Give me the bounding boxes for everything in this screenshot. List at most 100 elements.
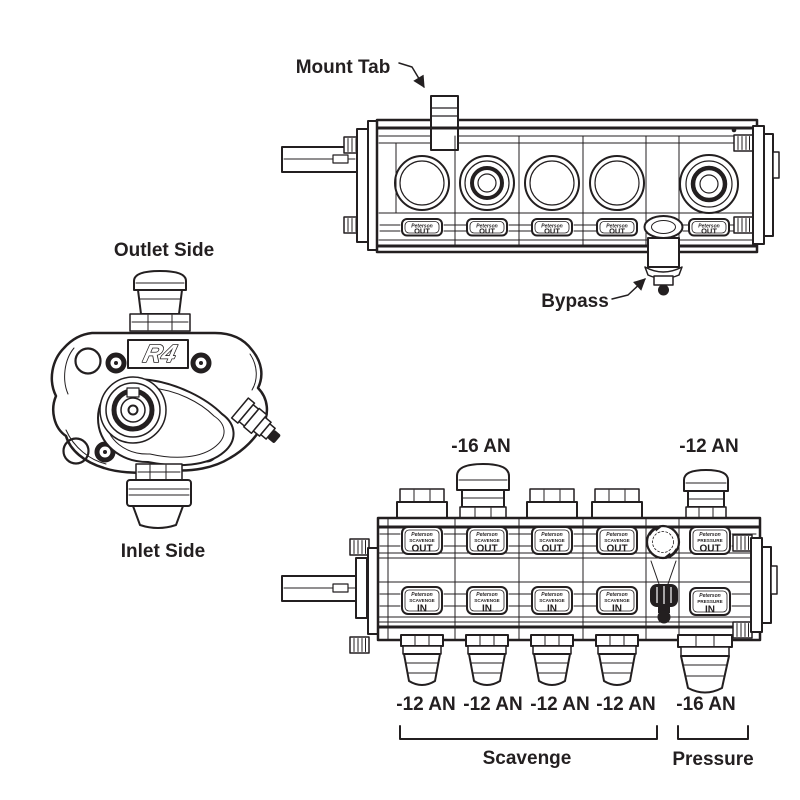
scavenge-out-fitting-16an [456,463,510,519]
mount-tab-leader-line [398,62,425,89]
plate-word-text: SCAVENGE [539,538,564,543]
bolt-bottom-left [94,441,116,463]
port-boss-3 [526,488,578,519]
bypass-knob [650,560,678,624]
mount-tab [430,95,459,151]
scavenge-in-size-label-4: -12 AN [596,694,655,715]
plate-brand-text: Peterson [541,532,562,538]
top-view-port-plate-1: Peterson OUT [401,218,443,237]
end-view-bypass-fitting [230,397,281,443]
pressure-out-fitting-12an [683,469,729,519]
scavenge-in-fitting-1 [400,634,444,686]
plate-dir-text: IN [547,604,557,615]
plate-dir-text: IN [417,604,427,615]
plate-out-text: OUT [609,227,625,236]
scavenge-in-size-label-3: -12 AN [530,694,589,715]
plate-brand-text: Peterson [476,224,497,230]
plate-brand-text: Peterson [411,532,432,538]
scavenge-bracket [399,725,658,740]
plate-brand-text: Peterson [476,592,497,598]
plate-word-text: PRESSURE [697,538,722,543]
plate-word-text: PRESSURE [697,599,722,604]
top-view: Peterson OUT Peterson OUT Peterson OUT P… [281,95,780,296]
plate-brand-text: Peterson [541,224,562,230]
plate-scavenge-out-3: Peterson SCAVENGE OUT [531,526,573,555]
bottom-view-left-end-cap [349,538,379,654]
pressure-bracket [677,725,749,740]
plate-word-text: SCAVENGE [409,598,434,603]
end-view: Outlet Side R4 [50,240,281,562]
inlet-fitting [126,463,192,529]
plate-dir-text: IN [705,605,715,616]
plate-scavenge-in-1: Peterson SCAVENGE IN [401,586,443,615]
bypass-leader-line [611,278,646,300]
group-brackets: Scavenge Pressure [399,725,754,770]
scavenge-in-size-label-2: -12 AN [463,694,522,715]
bolt-top-left [105,352,127,374]
plate-scavenge-out-2: Peterson SCAVENGE OUT [466,526,508,555]
mount-tab-label: Mount Tab [296,57,391,78]
plate-brand-text: Peterson [541,592,562,598]
top-view-port-plate-4: Peterson OUT [596,218,638,237]
plate-brand-text: Peterson [606,592,627,598]
inlet-side-label: Inlet Side [121,541,205,562]
plate-scavenge-in-2: Peterson SCAVENGE IN [466,586,508,615]
top-view-left-end-cap [343,120,379,251]
plate-word-text: SCAVENGE [604,538,629,543]
top-view-pressure-port [679,154,739,214]
top-view-scavenge-port-3 [524,155,580,211]
top-view-bypass-valve [643,215,684,296]
plate-brand-text: Peterson [606,532,627,538]
plate-word-text: SCAVENGE [474,598,499,603]
scavenge-in-fitting-2 [465,634,509,686]
plate-scavenge-in-4: Peterson SCAVENGE IN [596,586,638,615]
top-view-scavenge-port-2 [459,155,515,211]
plate-brand-text: Peterson [699,593,720,599]
pump-housing: R4 [50,331,281,475]
plate-dir-text: OUT [541,544,562,555]
plate-dir-text: OUT [606,544,627,555]
bottom-view-right-end-cap [732,534,778,639]
bottom-view-plate-connectors [379,533,757,607]
scavenge-group-label: Scavenge [483,748,572,769]
plate-scavenge-in-3: Peterson SCAVENGE IN [531,586,573,615]
plate-brand-text: Peterson [606,224,627,230]
pressure-group-label: Pressure [672,749,753,770]
top-view-scavenge-port-4 [589,155,645,211]
plate-brand-text: Peterson [699,532,720,538]
callout-mount-tab: Mount Tab [296,57,425,89]
r4-logo: R4 [141,340,180,368]
scavenge-out-size-label: -16 AN [451,436,510,457]
port-boss-4 [591,488,643,519]
bypass-label: Bypass [541,291,609,312]
scavenge-in-size-label-1: -12 AN [396,694,455,715]
plate-dir-text: OUT [476,544,497,555]
plate-dir-text: IN [612,604,622,615]
plate-word-text: SCAVENGE [539,598,564,603]
r4-badge: R4 [127,339,189,369]
pressure-in-size-label: -16 AN [676,694,735,715]
port-boss-1 [396,488,448,519]
callout-bypass: Bypass [541,278,646,312]
outlet-fitting [129,270,191,332]
bolt-top-right [190,352,212,374]
drive-hub [99,376,167,444]
bottom-view: -16 AN -12 AN [281,436,778,770]
plate-word-text: SCAVENGE [604,598,629,603]
top-view-port-plate-5: Peterson OUT [688,218,730,237]
plate-word-text: SCAVENGE [409,538,434,543]
bypass-adjuster-dial [645,524,681,560]
plate-word-text: SCAVENGE [474,538,499,543]
pressure-out-size-label: -12 AN [679,436,738,457]
outlet-side-label: Outlet Side [114,240,214,261]
plate-out-text: OUT [544,227,560,236]
plate-dir-text: OUT [699,544,720,555]
plate-brand-text: Peterson [411,224,432,230]
scavenge-in-fitting-3 [530,634,574,686]
bottom-view-drive-shaft [281,575,358,602]
plate-scavenge-out-1: Peterson SCAVENGE OUT [401,526,443,555]
plate-pressure-out: Peterson PRESSURE OUT [689,526,731,555]
top-view-scavenge-port-1 [394,155,450,211]
